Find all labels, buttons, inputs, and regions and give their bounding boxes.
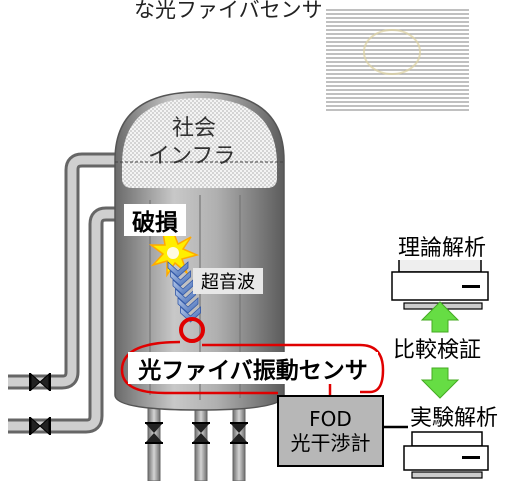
green-arrow-down-icon [420, 367, 460, 399]
computer-experiment-icon [403, 431, 489, 479]
experiment-label: 実験解析 [408, 406, 501, 431]
wave-chevron [175, 288, 196, 305]
infra-label-line2: インフラ [148, 144, 236, 169]
wave-chevron [170, 270, 191, 287]
striped-image [325, 8, 470, 113]
fod-box-line1: FOD [309, 407, 352, 431]
fod-box: FOD 光干渉計 [277, 395, 384, 467]
ultrasound-wave-icon [167, 261, 201, 323]
sensor-label: 光ファイバ振動センサ [128, 352, 378, 384]
ultrasound-label: 超音波 [193, 268, 263, 294]
bottom-valves [145, 422, 248, 444]
infra-label-line1: 社会 [172, 116, 217, 141]
damage-label: 破損 [124, 204, 186, 236]
theory-label: 理論解析 [396, 236, 489, 261]
tank [114, 91, 285, 411]
valve-left-lower [29, 416, 51, 436]
compare-label: 比較検証 [393, 338, 482, 363]
wave-chevron [177, 297, 199, 314]
wave-chevron [167, 261, 189, 278]
top-caption: な光ファイバセンサ [134, 0, 323, 22]
optical-fiber [120, 317, 385, 398]
fod-box-line2: 光干渉計 [290, 431, 371, 455]
inlet-pipes [8, 152, 140, 434]
green-arrow-up-icon [420, 301, 460, 333]
valve-left-upper [29, 372, 51, 392]
